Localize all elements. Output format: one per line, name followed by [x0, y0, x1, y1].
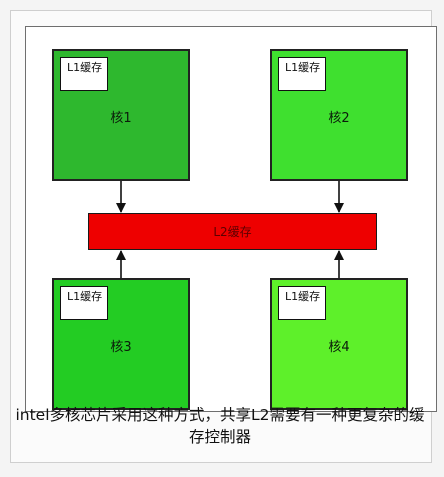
l2-cache-label: L2缓存	[213, 225, 252, 239]
cache-diagram: L1缓存 核1 L1缓存 核2 L2缓存 L1缓存 核3 L1缓存 核4	[25, 26, 437, 412]
core-1-block: L1缓存 核1	[52, 49, 190, 181]
figure-frame: L1缓存 核1 L1缓存 核2 L2缓存 L1缓存 核3 L1缓存 核4	[10, 10, 437, 463]
core-3-l1-cache: L1缓存	[60, 286, 108, 320]
figure-caption: intel多核芯片采用这种方式，共享L2需要有一种更复杂的缓存控制器	[15, 406, 425, 446]
core-1-l1-cache: L1缓存	[60, 57, 108, 91]
core-1-label: 核1	[110, 111, 132, 126]
l2-cache-bar: L2缓存	[88, 213, 377, 250]
core-2-block: L1缓存 核2	[270, 49, 408, 181]
core-4-l1-cache: L1缓存	[278, 286, 326, 320]
connector-arrows	[116, 181, 344, 278]
core-4-label: 核4	[328, 340, 350, 355]
core-3-block: L1缓存 核3	[52, 278, 190, 410]
core-2-label: 核2	[328, 111, 350, 126]
core-4-block: L1缓存 核4	[270, 278, 408, 410]
core-2-l1-cache: L1缓存	[278, 57, 326, 91]
core-3-label: 核3	[110, 340, 132, 355]
